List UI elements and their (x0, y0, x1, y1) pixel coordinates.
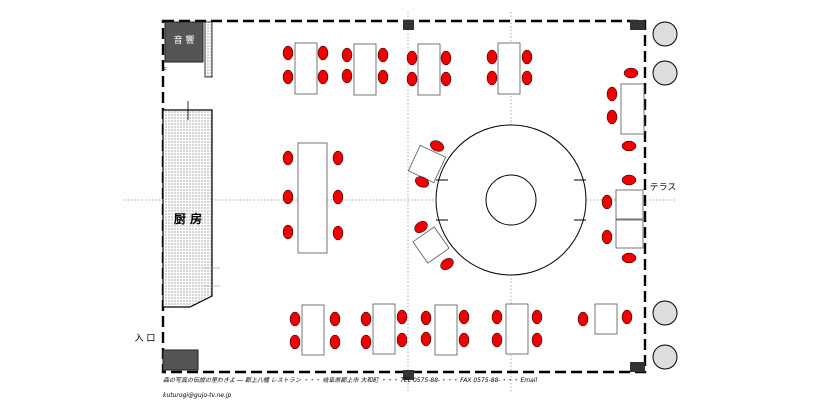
entrance-label: 入 口 (135, 333, 156, 344)
terrace-pillars (652, 21, 678, 370)
tables (294, 42, 645, 356)
terrace-label: テラス (650, 182, 677, 193)
audio-mark: c (164, 66, 167, 72)
chairs (282, 45, 639, 350)
audio-label: 音 響 (174, 34, 195, 46)
kitchen-label: 厨 房 (174, 211, 202, 226)
footer-line: 森の写真の伝説の里わきよ ― 郡上八幡 レストラン ・・・ 岐阜県郡上市 大和町… (163, 376, 537, 384)
entrance-block (162, 349, 199, 371)
audio-shelf (204, 21, 213, 78)
dance-floor (435, 124, 587, 276)
audio-booth (164, 21, 204, 63)
kitchen-area (162, 109, 213, 308)
footer-email: kuturogi@gujo-tv.ne.jp (163, 392, 232, 399)
wall-posts (403, 20, 645, 380)
